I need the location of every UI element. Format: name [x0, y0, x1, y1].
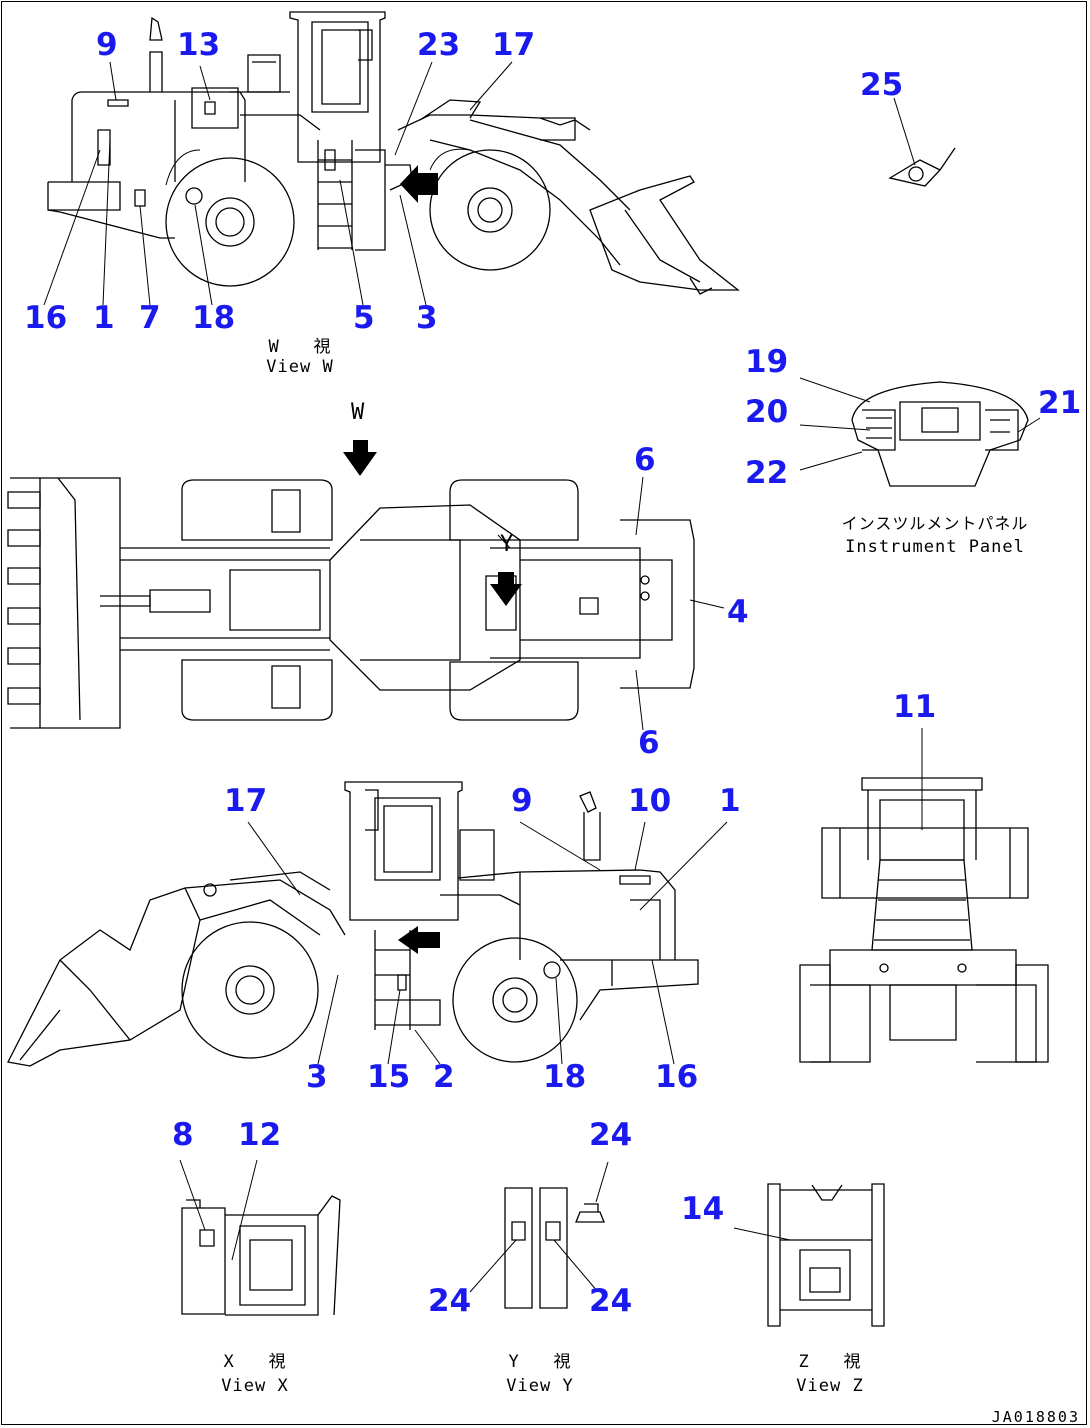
- callout-24-right: 24: [589, 1283, 633, 1319]
- view-x-caption-jp: X 視: [223, 1352, 287, 1372]
- callout-7-view-w: 7: [139, 300, 161, 336]
- loader-top-view-drawing: [7, 440, 725, 731]
- callout-17-side: 17: [224, 783, 268, 819]
- callout-23-view-w: 23: [417, 27, 461, 63]
- callout-2-side: 2: [433, 1059, 455, 1095]
- view-x-drawing: [179, 1159, 341, 1316]
- view-w-caption-en: View W: [266, 357, 334, 377]
- callout-15-side: 15: [367, 1059, 411, 1095]
- document-id: JA018803: [991, 1408, 1080, 1426]
- callout-22: 22: [745, 455, 789, 491]
- instrument-panel-caption-jp: インスツルメントパネル: [841, 514, 1029, 533]
- callout-21: 21: [1038, 385, 1082, 421]
- arrow-label-y: Y: [500, 532, 514, 557]
- callout-4-top: 4: [727, 594, 749, 630]
- callout-3-view-w: 3: [416, 300, 438, 336]
- view-y-caption-jp: Y 視: [508, 1352, 572, 1372]
- callout-25: 25: [860, 67, 904, 103]
- callout-3-side: 3: [306, 1059, 328, 1095]
- callout-20: 20: [745, 394, 789, 430]
- callout-12: 12: [238, 1117, 282, 1153]
- callout-1-side: 1: [719, 783, 741, 819]
- callout-16-side: 16: [655, 1059, 699, 1095]
- callout-24-left: 24: [428, 1283, 472, 1319]
- view-y-drawing: [469, 1161, 609, 1309]
- view-w-caption-jp: W 視: [268, 337, 332, 357]
- callout-5-view-w: 5: [353, 300, 375, 336]
- callout-17-view-w: 17: [492, 27, 536, 63]
- loader-side-right-drawing: [43, 11, 740, 306]
- callout-16-view-w: 16: [24, 300, 68, 336]
- callout-10-side: 10: [628, 783, 672, 819]
- loader-rear-view-drawing: [799, 728, 1049, 1063]
- callout-1-view-w: 1: [93, 300, 115, 336]
- callout-24-top: 24: [589, 1117, 633, 1153]
- view-z-drawing: [733, 1183, 885, 1327]
- callout-11: 11: [893, 689, 937, 725]
- callout-14: 14: [681, 1191, 725, 1227]
- view-z-caption-en: View Z: [796, 1376, 864, 1396]
- callout-9-view-w: 9: [96, 27, 118, 63]
- callout-9-side: 9: [511, 783, 533, 819]
- view-y-caption-en: View Y: [506, 1376, 574, 1396]
- arrow-label-w: W: [351, 400, 365, 425]
- callout-19: 19: [745, 344, 789, 380]
- view-x-caption-en: View X: [221, 1376, 289, 1396]
- loader-side-left-drawing: [7, 781, 728, 1067]
- callout-13-view-w: 13: [177, 27, 221, 63]
- callout-6-bottom: 6: [638, 725, 660, 761]
- callout-18-side: 18: [543, 1059, 587, 1095]
- instrument-panel-drawing: [799, 97, 1041, 487]
- instrument-panel-caption-en: Instrument Panel: [845, 537, 1025, 557]
- callout-6-top: 6: [634, 442, 656, 478]
- callout-18-view-w: 18: [192, 300, 236, 336]
- callout-8: 8: [172, 1117, 194, 1153]
- view-z-caption-jp: Z 視: [798, 1352, 862, 1372]
